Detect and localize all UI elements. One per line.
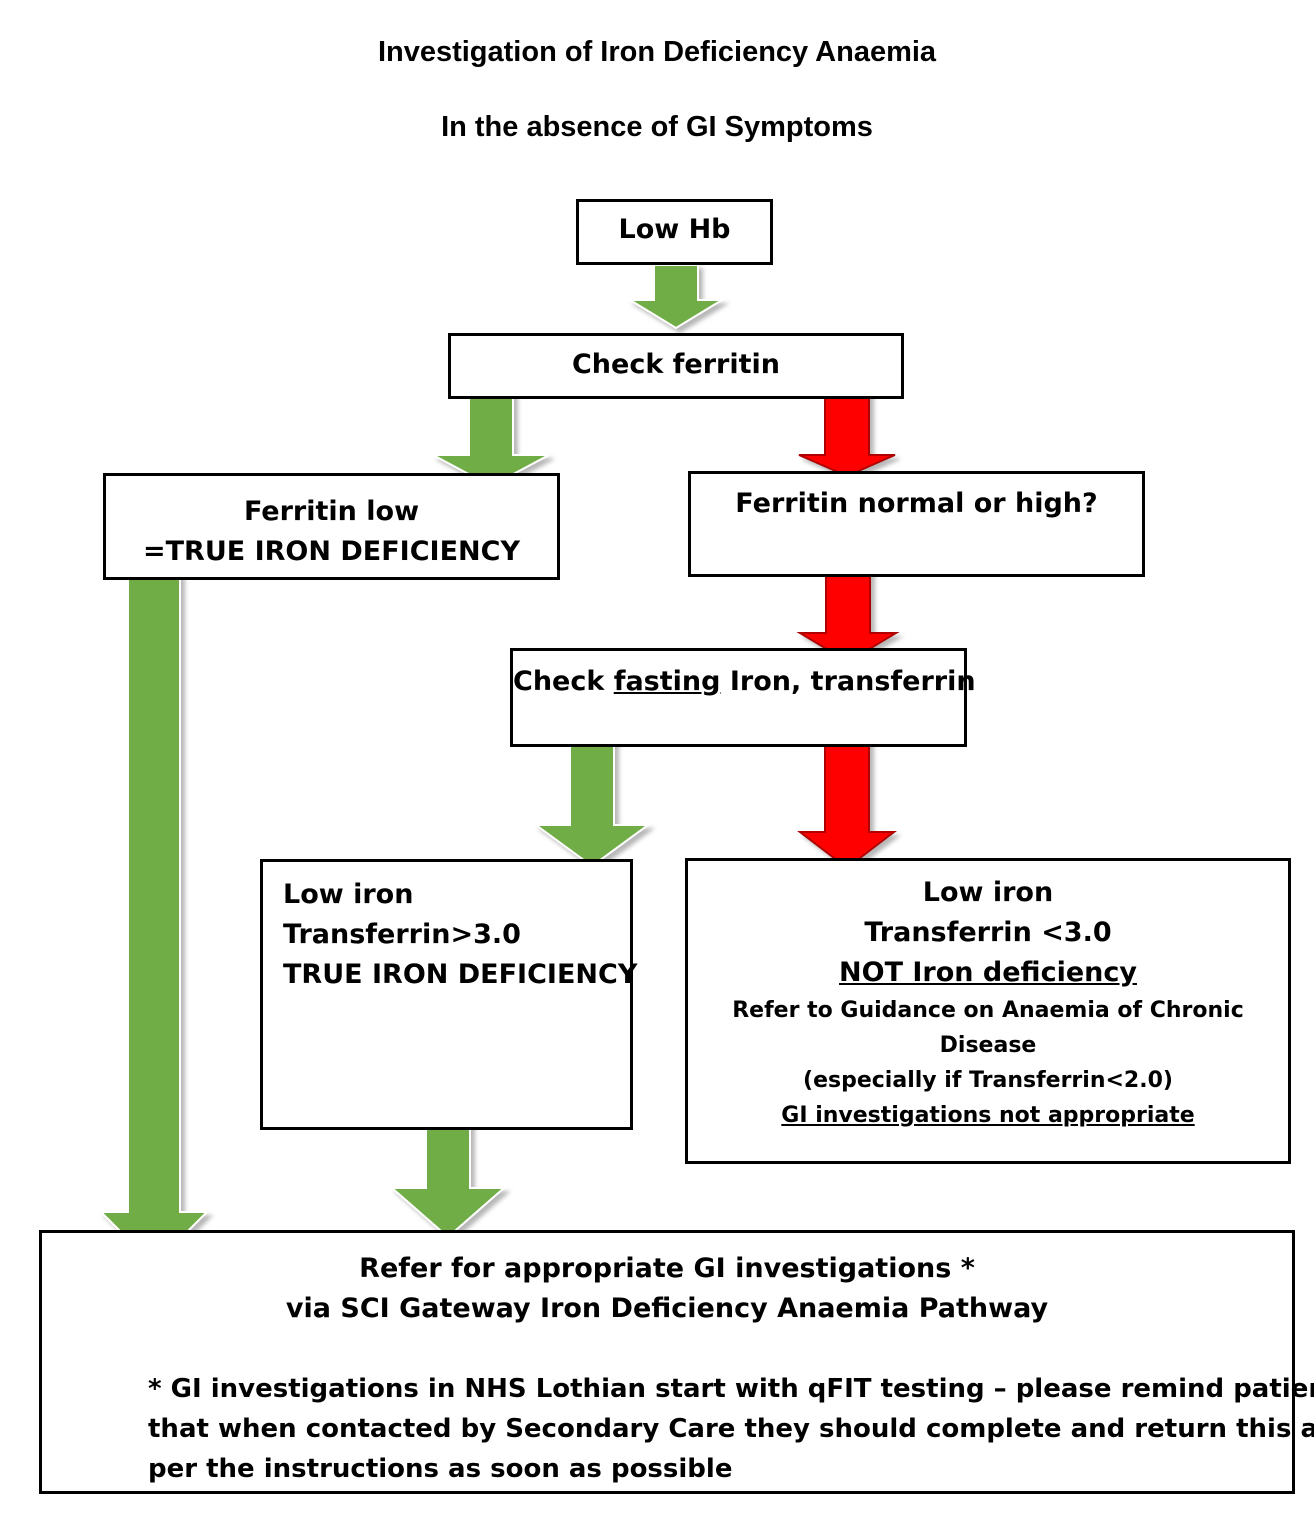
arrow-lowhb-to-ferritin — [626, 264, 726, 330]
low-iron-label: Low iron — [283, 879, 414, 910]
not-iron-deficiency-label: NOT Iron deficiency — [839, 957, 1137, 988]
check-fasting-box: Check fasting Iron, transferrin — [510, 648, 976, 747]
true-iron-deficiency-label: =TRUE IRON DEFICIENCY — [143, 536, 520, 567]
refer-line-2: via SCI Gateway Iron Deficiency Anaemia … — [285, 1293, 1049, 1324]
disease-label: Disease — [939, 1033, 1037, 1058]
true-iron-deficiency-text: TRUE IRON DEFICIENCY — [283, 959, 638, 990]
qfit-note-2: that when contacted by Secondary Care th… — [148, 1414, 1314, 1444]
qfit-note-3: per the instructions as soon as possible — [148, 1454, 733, 1484]
refer-box: Refer for appropriate GI investigations … — [39, 1230, 1314, 1494]
diagram-subtitle: In the absence of GI Symptoms — [441, 111, 873, 143]
arrow-ferritin-to-low — [432, 388, 550, 488]
ferritin-normal-label: Ferritin normal or high? — [735, 488, 1098, 519]
transferrin-low-label: Transferrin <3.0 — [864, 917, 1112, 948]
low-hb-box: Low Hb — [576, 199, 773, 265]
diagram-title: Investigation of Iron Deficiency Anaemia — [377, 36, 937, 68]
fasting-underlined: fasting — [613, 666, 721, 697]
check-ferritin-label: Check ferritin — [571, 349, 781, 380]
check-fasting-post: Iron, transferrin — [720, 666, 976, 697]
ferritin-normal-box: Ferritin normal or high? — [688, 471, 1145, 577]
low-iron-label-2: Low iron — [922, 877, 1054, 908]
arrow-fasting-to-not — [797, 737, 897, 870]
gi-not-appropriate-label: GI investigations not appropriate — [781, 1103, 1195, 1128]
not-iron-deficiency-box: Low iron Transferrin <3.0 NOT Iron defic… — [685, 858, 1291, 1164]
arrow-group — [98, 264, 900, 1267]
refer-line-1: Refer for appropriate GI investigations … — [359, 1253, 975, 1284]
low-hb-label: Low Hb — [618, 214, 731, 245]
arrow-normal-to-fasting — [796, 570, 900, 664]
true-iron-deficiency-box: Low iron Transferrin>3.0 TRUE IRON DEFIC… — [260, 859, 638, 1130]
qfit-note-1: * GI investigations in NHS Lothian start… — [148, 1374, 1314, 1404]
check-fasting-label: Check fasting Iron, transferrin — [513, 666, 976, 697]
refer-guidance-label: Refer to Guidance on Anaemia of Chronic — [732, 998, 1244, 1023]
ferritin-low-box: Ferritin low =TRUE IRON DEFICIENCY — [103, 473, 560, 580]
transferrin-note-label: (especially if Transferrin<2.0) — [803, 1068, 1173, 1093]
arrow-ferritin-low-to-refer — [98, 573, 210, 1267]
transferrin-high-label: Transferrin>3.0 — [283, 919, 521, 950]
check-ferritin-box: Check ferritin — [448, 333, 904, 399]
arrow-ferritin-to-normal — [798, 388, 896, 478]
arrow-fasting-to-true — [532, 732, 652, 868]
ferritin-low-label: Ferritin low — [243, 496, 420, 527]
check-fasting-pre: Check — [513, 666, 614, 697]
